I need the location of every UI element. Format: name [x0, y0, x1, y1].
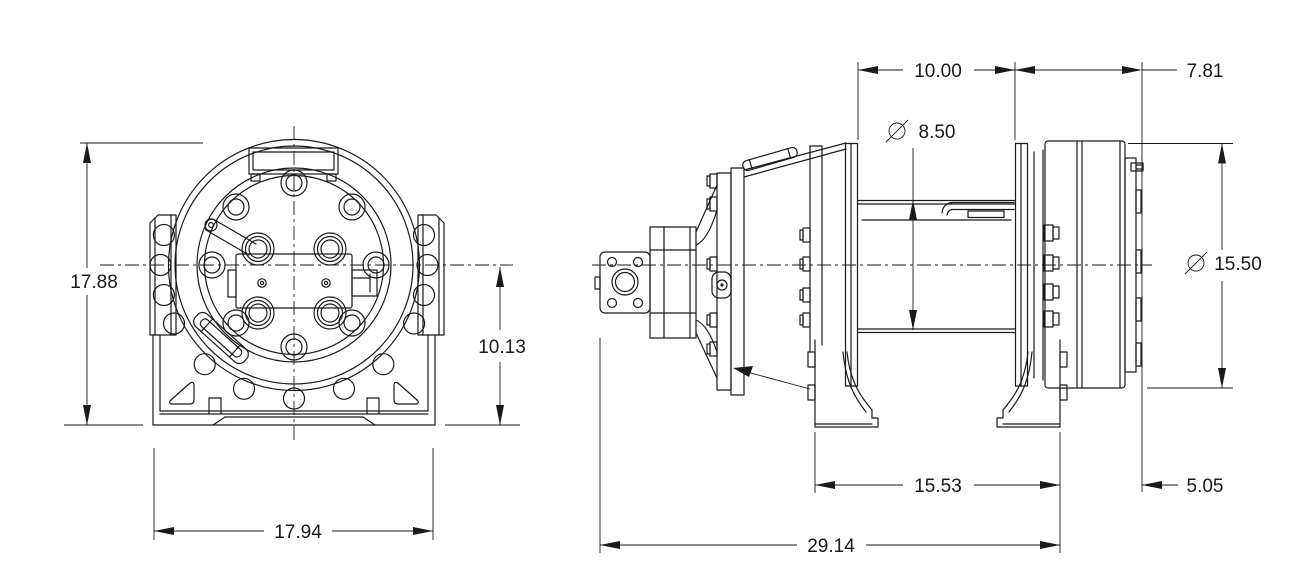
tie-bar	[248, 147, 339, 182]
anchor-handle	[193, 311, 249, 365]
side-plate-right	[417, 214, 445, 336]
dim-center-to-base: 10.13	[445, 267, 526, 426]
gusset-left	[169, 381, 195, 405]
dim-right-section: 7.81	[1015, 61, 1223, 492]
dim-text-overall-height: 17.88	[70, 272, 118, 293]
cradle-bolt-holes	[149, 223, 439, 410]
dim-text-overall-length: 29.14	[807, 536, 855, 557]
drum-support-left	[799, 145, 879, 428]
hydraulic-tube	[941, 201, 1015, 219]
dim-drum-length: 10.00	[857, 61, 1016, 140]
dim-right-overhang: 5.05	[1142, 476, 1223, 497]
leader-arrow	[733, 366, 811, 390]
leg-left	[807, 339, 879, 428]
support-bolts-right	[1043, 224, 1060, 328]
brake-drum	[1044, 140, 1126, 389]
diameter-symbol	[1184, 251, 1208, 275]
drum-support-right	[996, 149, 1068, 428]
dim-text-center-to-base: 10.13	[478, 337, 526, 358]
lever-arm	[204, 218, 257, 256]
dim-text-right-section: 7.81	[1187, 61, 1224, 82]
dim-base-width: 17.94	[153, 448, 434, 543]
leg-right	[996, 339, 1068, 428]
dim-foot-span: 15.53	[814, 432, 1061, 553]
dim-text-foot-span: 15.53	[914, 476, 962, 497]
side-view: 10.00 7.81 8.50	[592, 61, 1262, 557]
dim-text-right-overhang: 5.05	[1187, 476, 1224, 497]
diameter-symbol	[885, 119, 909, 143]
dim-text-barrel-diameter: 8.50	[919, 122, 956, 143]
side-plate-left	[149, 214, 177, 336]
dim-barrel-diameter: 8.50	[885, 119, 956, 330]
dim-overall-length: 29.14	[599, 338, 1060, 557]
gusset-right	[393, 381, 419, 405]
adapter-bolts	[706, 173, 718, 357]
centerlines-front	[100, 126, 513, 443]
support-bolts-left	[799, 227, 811, 328]
motor-adapter	[695, 167, 745, 396]
dim-overall-height: 17.88	[64, 142, 203, 426]
dim-text-flange-diameter: 15.50	[1214, 254, 1262, 275]
hydraulic-motor	[594, 226, 697, 339]
flange-bolt-holes	[198, 169, 390, 361]
front-view: 17.88 10.13 17.94	[64, 126, 526, 543]
dim-text-drum-length: 10.00	[914, 61, 962, 82]
motor-manifold	[227, 232, 378, 330]
dim-text-base-width: 17.94	[274, 522, 322, 543]
housing-top	[742, 142, 847, 178]
dim-flange-diameter: 15.50	[1128, 143, 1262, 389]
vent-plug	[742, 146, 798, 172]
